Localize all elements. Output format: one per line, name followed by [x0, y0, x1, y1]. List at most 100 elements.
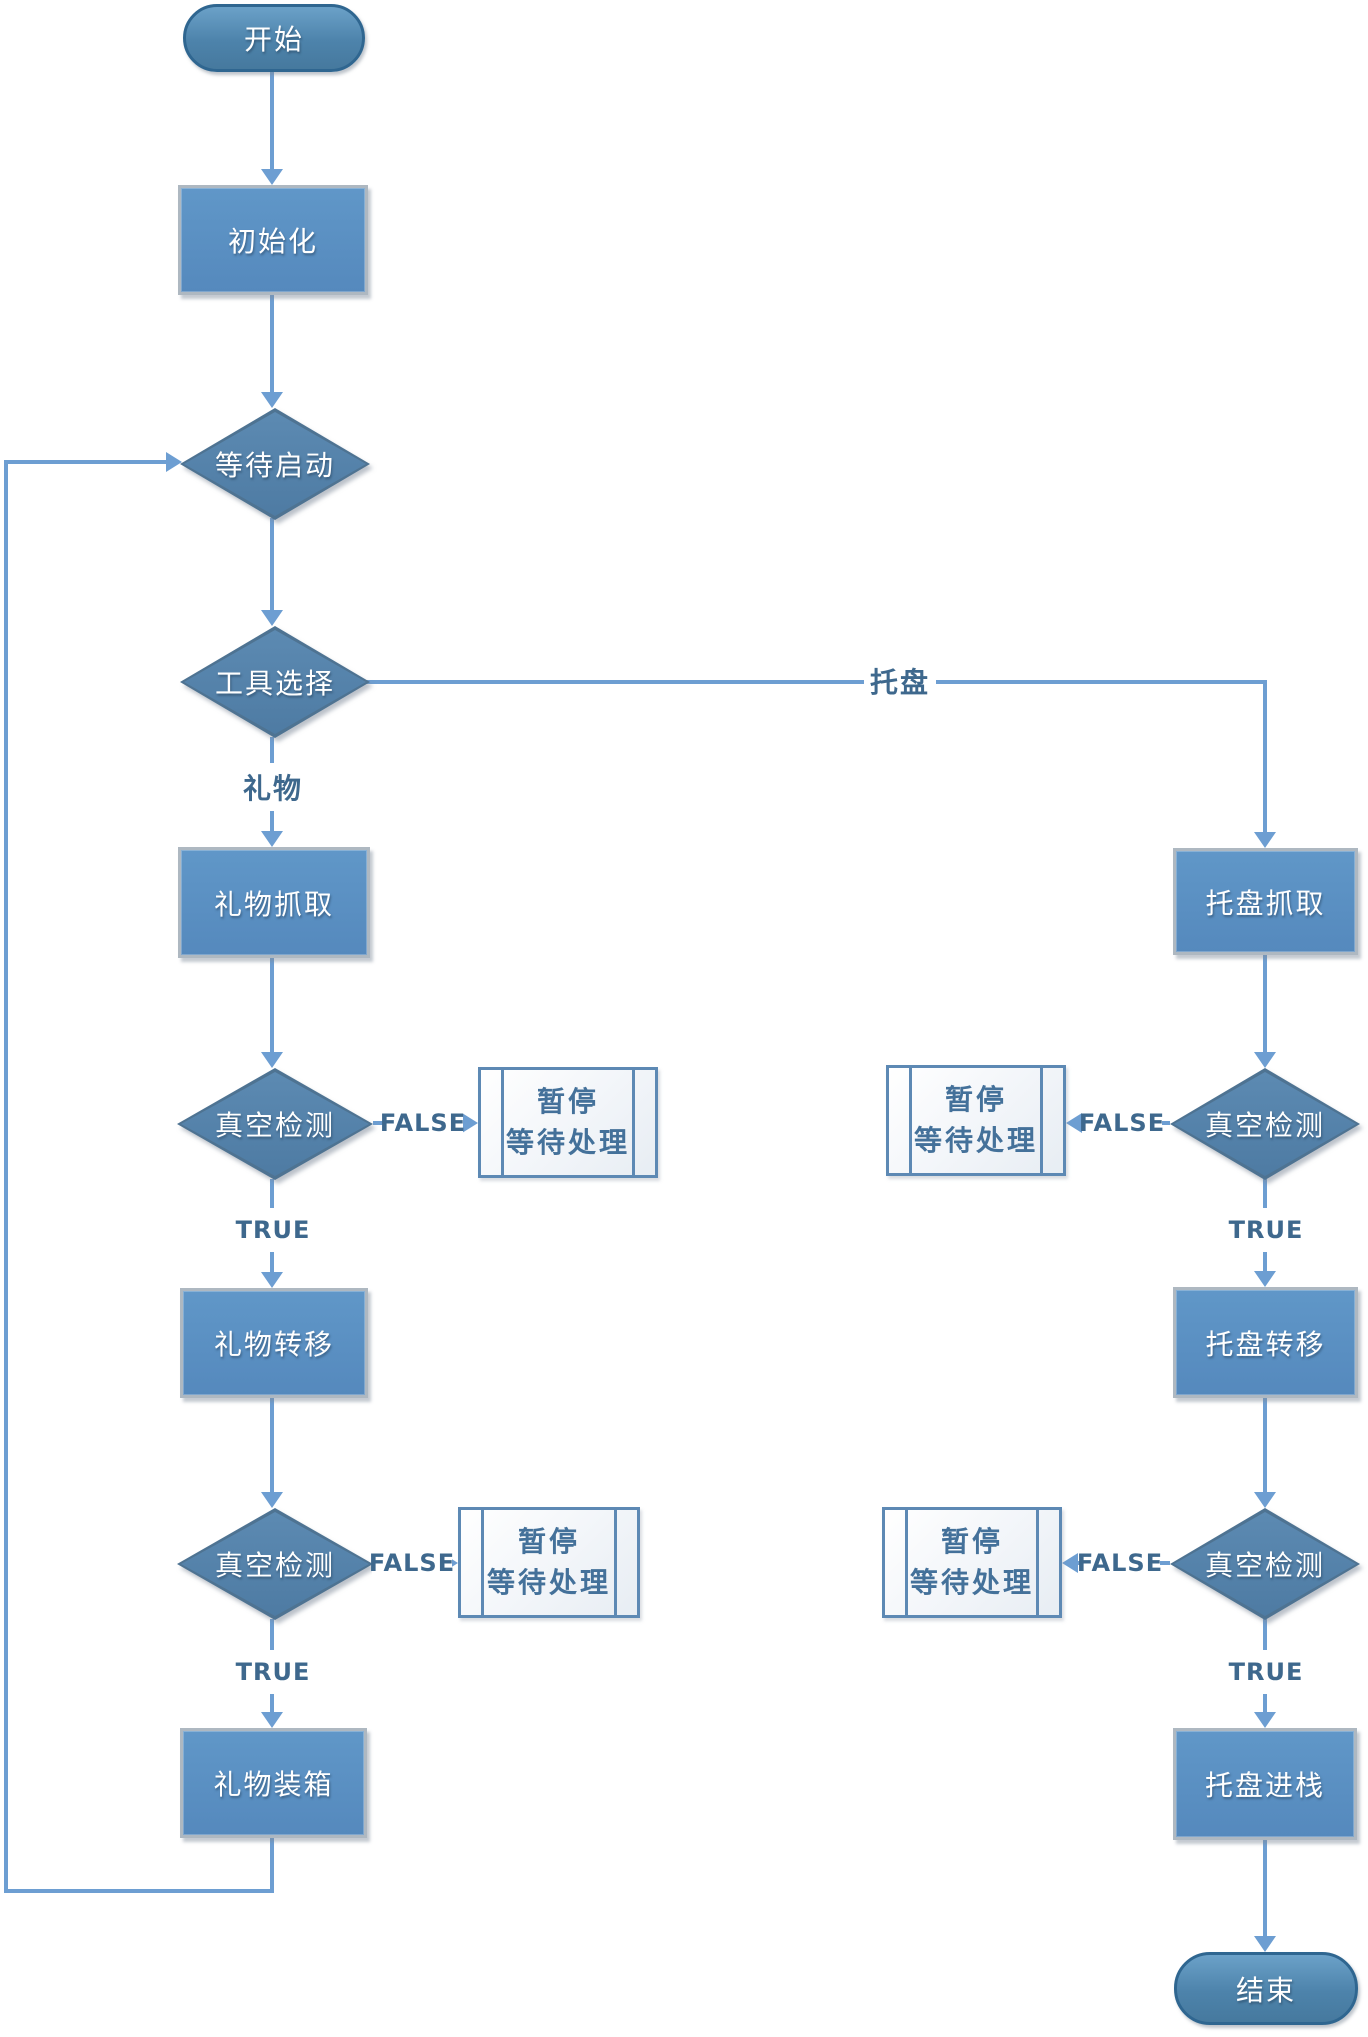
- edge-label-false-tray-2-text: FALSE: [1076, 1549, 1164, 1577]
- edge-label-false-tray-1-text: FALSE: [1078, 1109, 1166, 1137]
- edge-label-tray-branch: 托盘: [864, 656, 936, 706]
- connector-tray-grab-to-vacuum1: [1263, 953, 1267, 1052]
- connector-init-to-wait: [270, 295, 274, 394]
- predefined-bar: [632, 1070, 635, 1175]
- edge-label-true-tray-2: TRUE: [1228, 1650, 1304, 1694]
- predefined-bar: [1036, 1510, 1039, 1615]
- predefined-bar: [501, 1070, 504, 1175]
- node-gift-vacuum-check-1-label: 真空检测: [214, 1109, 335, 1142]
- edge-label-false-gift-1: FALSE: [379, 1102, 467, 1144]
- arrowhead-gift-vacuum1-to-transfer: [261, 1272, 283, 1288]
- node-gift-pause-1: 暂停 等待处理: [478, 1067, 658, 1178]
- arrowhead-tray-transfer-to-vacuum2: [1254, 1492, 1276, 1508]
- predefined-bar: [909, 1068, 912, 1173]
- edge-label-true-tray-1-text: TRUE: [1228, 1216, 1304, 1244]
- connector-gift-grab-to-vacuum1: [270, 957, 274, 1054]
- node-tray-pause-1-line2: 等待处理: [913, 1123, 1038, 1157]
- node-tray-pause-1: 暂停 等待处理: [886, 1065, 1066, 1176]
- node-tray-vacuum-check-1: 真空检测: [1170, 1068, 1360, 1180]
- edge-label-true-gift-1: TRUE: [235, 1208, 311, 1252]
- node-gift-pause-2-line2: 等待处理: [486, 1565, 611, 1599]
- node-wait-start: 等待启动: [180, 408, 370, 520]
- node-end: 结束: [1174, 1952, 1358, 2025]
- connector-tray-branch-down: [1263, 682, 1267, 832]
- node-gift-boxing: 礼物装箱: [180, 1728, 367, 1838]
- node-tray-vacuum-check-2: 真空检测: [1170, 1508, 1360, 1620]
- connector-loop-bottom: [4, 1889, 272, 1893]
- connector-loop-up: [4, 460, 8, 1893]
- arrowhead-tray-false2: [1062, 1553, 1078, 1573]
- node-tray-vacuum-check-2-label: 真空检测: [1204, 1549, 1325, 1582]
- edge-label-true-gift-2-text: TRUE: [235, 1658, 311, 1686]
- arrowhead-gift-transfer-to-vacuum2: [261, 1492, 283, 1508]
- node-gift-pause-1-line1: 暂停: [536, 1084, 599, 1118]
- arrowhead-tray-grab-to-vacuum1: [1254, 1052, 1276, 1068]
- arrowhead-tray-branch-down: [1254, 832, 1276, 848]
- node-gift-pause-2: 暂停 等待处理: [458, 1507, 640, 1618]
- node-tray-vacuum-check-1-label: 真空检测: [1204, 1109, 1325, 1142]
- node-tool-select-label: 工具选择: [214, 667, 335, 700]
- node-gift-grab-label: 礼物抓取: [213, 887, 334, 921]
- node-init-label: 初始化: [227, 225, 318, 258]
- edge-label-gift-branch-text: 礼物: [242, 772, 303, 805]
- node-start-label: 开始: [243, 23, 304, 56]
- arrowhead-gift-false1: [462, 1113, 478, 1133]
- arrowhead-init-to-wait: [261, 392, 283, 408]
- predefined-bar: [905, 1510, 908, 1615]
- node-gift-transfer-label: 礼物转移: [213, 1328, 334, 1361]
- edge-label-true-gift-1-text: TRUE: [235, 1216, 311, 1244]
- arrowhead-loop-into-wait: [166, 452, 182, 472]
- predefined-bar: [614, 1510, 617, 1615]
- node-tray-pause-2-line2: 等待处理: [909, 1565, 1034, 1599]
- node-tool-select: 工具选择: [180, 626, 370, 738]
- arrowhead-tray-vacuum2-to-stack: [1254, 1712, 1276, 1728]
- connector-loop-down: [270, 1837, 274, 1893]
- connector-tray-transfer-to-vacuum2: [1263, 1396, 1267, 1492]
- edge-label-false-gift-2: FALSE: [368, 1542, 456, 1584]
- node-tray-transfer: 托盘转移: [1173, 1287, 1358, 1398]
- node-gift-boxing-label: 礼物装箱: [213, 1768, 334, 1801]
- node-tray-pause-1-line1: 暂停: [944, 1082, 1007, 1116]
- connector-start-to-init: [270, 70, 274, 171]
- arrowhead-tray-false1: [1066, 1113, 1082, 1133]
- arrowhead-gift-vacuum2-to-boxing: [261, 1712, 283, 1728]
- node-end-label: 结束: [1235, 1973, 1296, 2007]
- predefined-bar: [481, 1510, 484, 1615]
- node-gift-vacuum-check-1: 真空检测: [177, 1068, 373, 1180]
- predefined-bar: [1040, 1068, 1043, 1173]
- edge-label-false-tray-1: FALSE: [1078, 1102, 1166, 1144]
- edge-label-tray-branch-text: 托盘: [869, 666, 930, 699]
- connector-tray-stack-to-end: [1263, 1838, 1267, 1936]
- node-tray-grab: 托盘抓取: [1173, 848, 1358, 955]
- node-tray-transfer-label: 托盘转移: [1205, 1327, 1326, 1361]
- node-gift-pause-2-line1: 暂停: [517, 1524, 580, 1558]
- edge-label-true-gift-2: TRUE: [235, 1650, 311, 1694]
- edge-label-false-gift-1-text: FALSE: [379, 1109, 467, 1137]
- arrowhead-tool-to-gift-grab: [261, 831, 283, 847]
- edge-label-true-tray-1: TRUE: [1228, 1208, 1304, 1252]
- node-gift-pause-1-line2: 等待处理: [505, 1125, 630, 1159]
- connector-wait-to-tool: [270, 518, 274, 612]
- node-tray-pause-2-line1: 暂停: [940, 1524, 1003, 1558]
- node-gift-grab: 礼物抓取: [178, 847, 370, 958]
- arrowhead-tray-stack-to-end: [1254, 1936, 1276, 1952]
- node-tray-grab-label: 托盘抓取: [1205, 886, 1326, 920]
- node-tray-stack: 托盘进栈: [1173, 1728, 1357, 1840]
- connector-tool-to-tray-branch: [366, 680, 1267, 684]
- node-tray-pause-2: 暂停 等待处理: [882, 1507, 1062, 1618]
- node-start: 开始: [183, 4, 365, 72]
- arrowhead-wait-to-tool: [261, 610, 283, 626]
- arrowhead-start-to-init: [261, 169, 283, 185]
- connector-gift-transfer-to-vacuum2: [270, 1397, 274, 1494]
- connector-loop-into-wait: [4, 460, 166, 464]
- node-init: 初始化: [178, 185, 368, 295]
- node-wait-start-label: 等待启动: [214, 449, 335, 482]
- edge-label-true-tray-2-text: TRUE: [1228, 1658, 1304, 1686]
- node-gift-vacuum-check-2-label: 真空检测: [214, 1549, 335, 1582]
- arrowhead-tray-vacuum1-to-transfer: [1254, 1271, 1276, 1287]
- node-gift-transfer: 礼物转移: [180, 1288, 368, 1398]
- node-tray-stack-label: 托盘进栈: [1204, 1769, 1325, 1802]
- edge-label-false-tray-2: FALSE: [1076, 1542, 1164, 1584]
- edge-label-false-gift-2-text: FALSE: [368, 1549, 456, 1577]
